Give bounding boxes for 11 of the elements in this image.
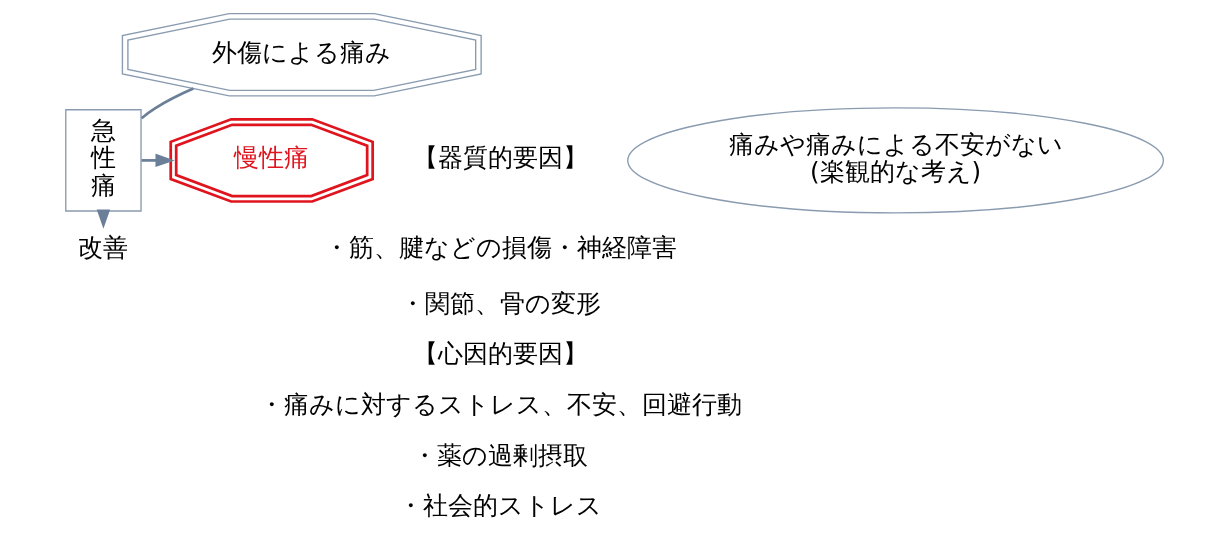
node-ellipse: 痛みや痛みによる不安がない (楽観的な考え) <box>626 107 1164 214</box>
label: ・筋、腱などの損傷・神経障害 <box>323 232 677 262</box>
connector <box>140 87 194 120</box>
label: ・社会的ストレス <box>397 491 602 521</box>
label: 【心因的要因】 <box>412 339 588 369</box>
arrow <box>141 153 175 168</box>
node-text: 改善 <box>77 232 128 262</box>
label: 【器質的要因】 <box>412 143 588 173</box>
label: ・薬の過剰摂取 <box>411 440 588 470</box>
label: ・関節、骨の変形 <box>399 288 601 318</box>
label: ・痛みに対するストレス、不安、回避行動 <box>258 389 742 419</box>
